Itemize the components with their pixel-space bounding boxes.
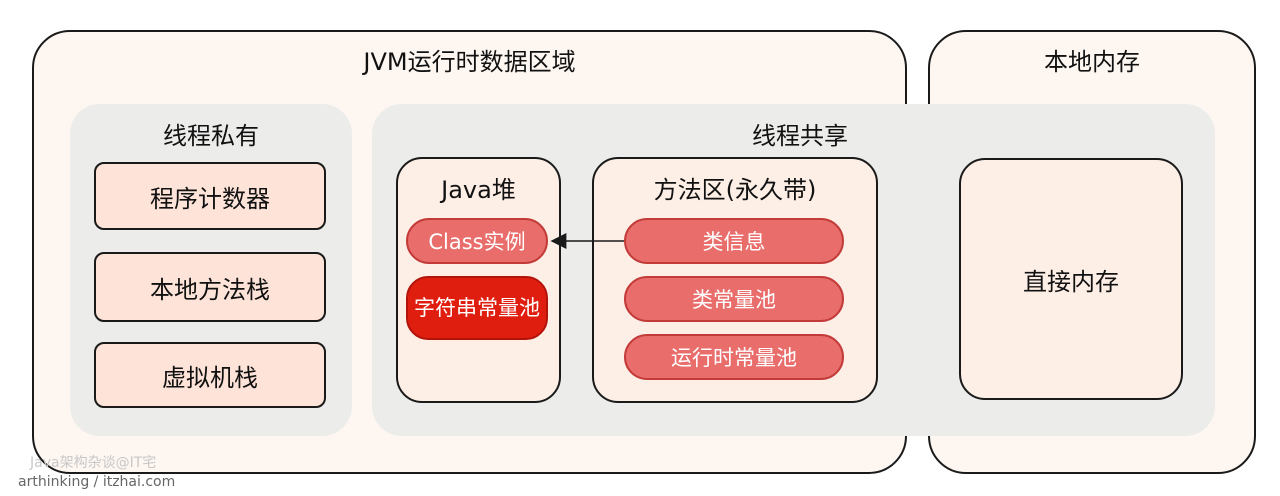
native-method-stack: 本地方法栈 (94, 252, 326, 322)
direct-memory-panel: 直接内存 (959, 158, 1183, 400)
runtime-constant-pool-pill: 运行时常量池 (624, 334, 844, 380)
watermark-line1: Java架构杂谈@IT宅 (30, 455, 157, 471)
native-memory-title: 本地内存 (1044, 47, 1140, 76)
vm-stack: 虚拟机栈 (94, 342, 326, 408)
class-constant-pool-pill: 类常量池 (624, 276, 844, 322)
string-constant-pool-pill: 字符串常量池 (406, 276, 548, 340)
java-heap-title: Java堆 (441, 175, 516, 204)
class-instance-pill: Class实例 (406, 218, 548, 264)
thread-shared-title: 线程共享 (752, 121, 848, 150)
watermark-line2: arthinking / itzhai.com (18, 474, 176, 490)
jvm-runtime-title: JVM运行时数据区域 (363, 47, 576, 76)
program-counter: 程序计数器 (94, 162, 326, 230)
class-info-pill: 类信息 (624, 218, 844, 264)
method-area-title: 方法区(永久带) (653, 175, 817, 204)
thread-private-title: 线程私有 (163, 121, 259, 150)
